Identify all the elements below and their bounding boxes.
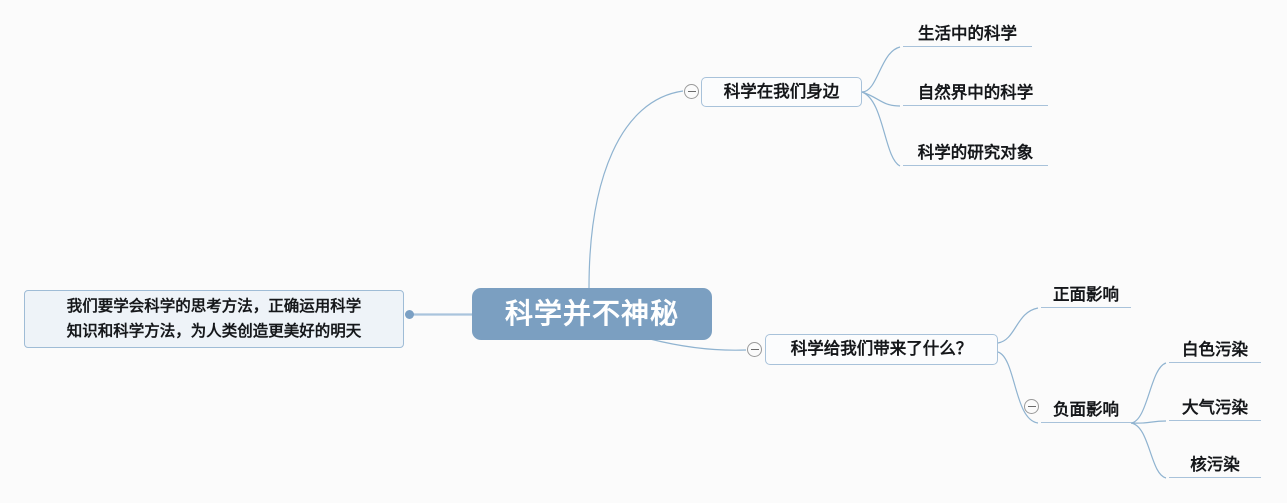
leaf-node-white-pollution-label: 白色污染 — [1182, 341, 1248, 360]
note-anchor-dot — [405, 310, 414, 319]
branch-node-science-around[interactable]: 科学在我们身边 — [701, 77, 862, 107]
leaf-node-life-science[interactable]: 生活中的科学 — [903, 16, 1032, 47]
leaf-node-white-pollution[interactable]: 白色污染 — [1169, 332, 1261, 363]
leaf-node-nuclear-pollution[interactable]: 核污染 — [1169, 447, 1261, 478]
collapse-toggle-negative-impact[interactable] — [1024, 399, 1039, 414]
wire-science-around-to-life-science — [861, 46, 901, 93]
wire-science-around-to-research-object — [861, 91, 901, 167]
leaf-node-nature-science[interactable]: 自然界中的科学 — [903, 75, 1048, 106]
leaf-node-air-pollution-label: 大气污染 — [1182, 399, 1248, 418]
root-node-label: 科学并不神秘 — [504, 298, 679, 329]
wire-root-to-what-brought — [649, 338, 747, 351]
branch-node-science-around-label: 科学在我们身边 — [723, 82, 840, 101]
leaf-node-positive-impact-label: 正面影响 — [1053, 286, 1119, 305]
note-line-1: 我们要学会科学的思考方法，正确运用科学 — [66, 298, 362, 315]
leaf-node-air-pollution[interactable]: 大气污染 — [1169, 390, 1261, 421]
leaf-node-positive-impact[interactable]: 正面影响 — [1041, 277, 1131, 308]
leaf-node-negative-impact[interactable]: 负面影响 — [1041, 392, 1131, 423]
branch-node-what-brought[interactable]: 科学给我们带来了什么？ — [765, 334, 998, 365]
leaf-node-negative-impact-label: 负面影响 — [1053, 401, 1119, 420]
branch-node-what-brought-label: 科学给我们带来了什么？ — [790, 340, 973, 359]
wire-root-to-science-around — [588, 90, 684, 289]
leaf-node-research-object[interactable]: 科学的研究对象 — [903, 135, 1048, 166]
leaf-node-nature-science-label: 自然界中的科学 — [917, 84, 1034, 103]
wire-negative-to-nuclear-pollution — [1130, 422, 1167, 479]
note-box[interactable]: 我们要学会科学的思考方法，正确运用科学 知识和科学方法，为人类创造更美好的明天 — [24, 290, 404, 348]
root-node[interactable]: 科学并不神秘 — [472, 288, 712, 340]
leaf-node-nuclear-pollution-label: 核污染 — [1190, 456, 1240, 475]
wire-science-around-to-nature-science — [861, 91, 901, 107]
wire-negative-to-white-pollution — [1130, 362, 1167, 424]
wire-what-brought-to-positive-impact — [997, 307, 1039, 344]
collapse-toggle-what-brought[interactable] — [747, 342, 762, 357]
collapse-toggle-science-around[interactable] — [684, 84, 699, 99]
note-line-2: 知识和科学方法，为人类创造更美好的明天 — [66, 323, 362, 340]
leaf-node-research-object-label: 科学的研究对象 — [917, 144, 1034, 163]
wire-negative-to-air-pollution — [1130, 420, 1167, 424]
leaf-node-life-science-label: 生活中的科学 — [918, 25, 1017, 44]
